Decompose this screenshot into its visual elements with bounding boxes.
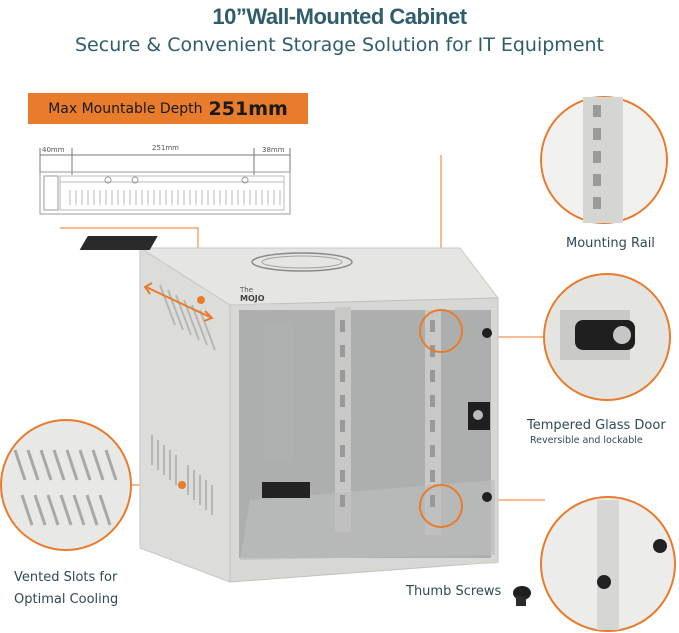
rail-slots [340, 320, 435, 507]
vented-label-line1: Vented Slots for [14, 570, 118, 585]
dim-right-label: 38mm [262, 146, 285, 154]
page-title: 10”Wall-Mounted Cabinet [212, 4, 467, 29]
brand-small: The [239, 286, 253, 294]
brand-name: MOJO [240, 294, 265, 303]
page-subtitle: Secure & Convenient Storage Solution for… [75, 34, 604, 56]
callout-dot-top [197, 296, 205, 304]
glass-door-sublabel: Reversible and lockable [530, 435, 643, 446]
dim-left-label: 40mm [42, 146, 65, 154]
callout-dot-side [178, 481, 186, 489]
vented-label-line2: Optimal Cooling [14, 592, 119, 607]
max-depth-badge: Max Mountable Depth 251mm [28, 93, 308, 124]
depth-arrow [143, 282, 214, 322]
screw-highlight-circle [419, 484, 463, 528]
max-depth-label: Max Mountable Depth [48, 100, 203, 117]
dim-middle-label: 251mm [152, 144, 179, 152]
dimension-vents [69, 190, 281, 205]
lock-zoom [543, 273, 671, 401]
thumb-screws-label: Thumb Screws [406, 584, 502, 599]
max-depth-value: 251mm [208, 97, 288, 120]
dimension-drawing [39, 148, 291, 215]
vent-zoom [0, 419, 132, 551]
mounting-rail-label: Mounting Rail [566, 236, 655, 251]
screw-zoom [540, 496, 676, 632]
thumb-screw-icon [513, 586, 531, 606]
glass-door-label: Tempered Glass Door [527, 418, 666, 433]
rail-zoom [540, 96, 668, 224]
rail-highlight-circle [419, 309, 463, 353]
